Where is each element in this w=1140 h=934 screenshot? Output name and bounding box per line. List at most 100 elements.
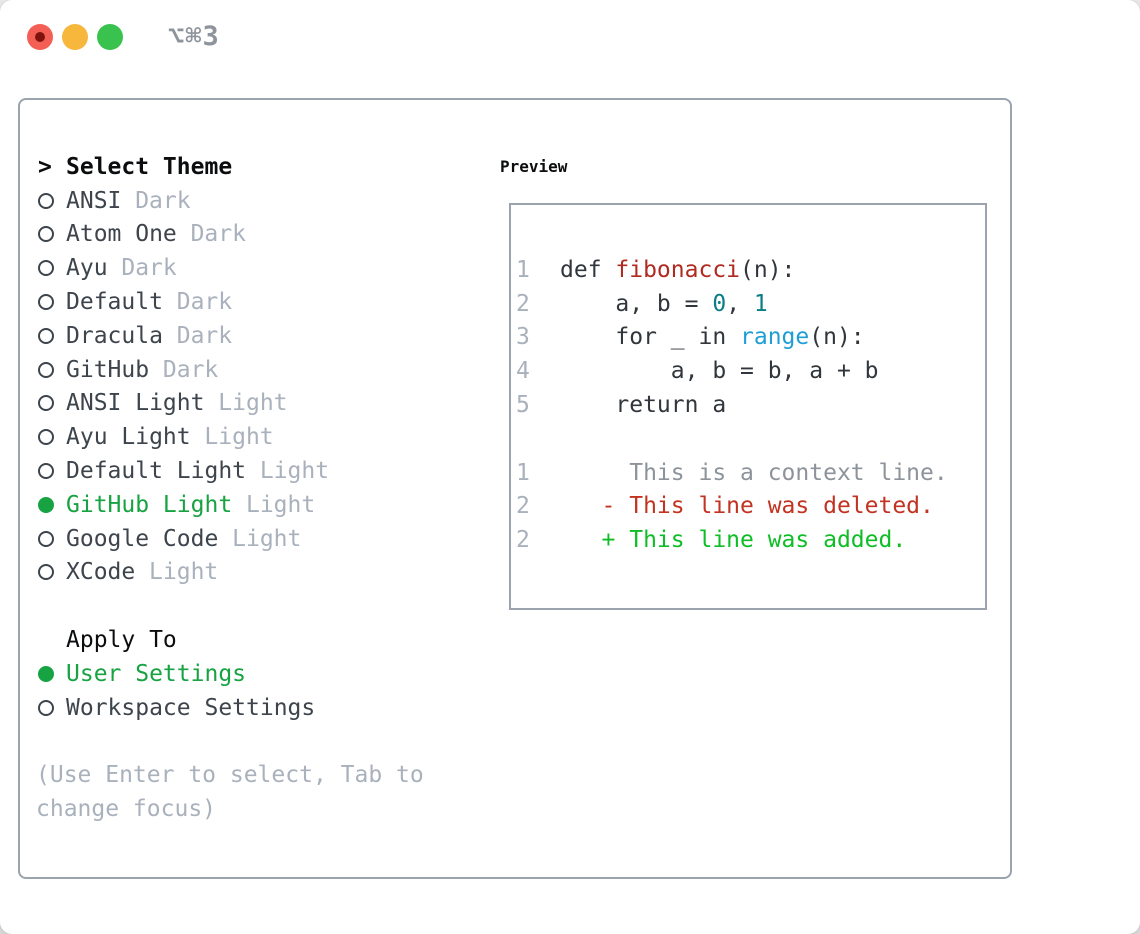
line-number: 5	[516, 392, 530, 419]
preview-header: Preview	[500, 150, 567, 184]
prompt-caret: >	[38, 153, 52, 180]
radio-slot	[36, 395, 66, 412]
radio-unselected-icon	[38, 395, 54, 412]
radio-unselected-icon	[38, 226, 54, 243]
apply-option-user-settings[interactable]: User Settings	[36, 657, 486, 691]
radio-unselected-icon	[38, 699, 54, 716]
theme-item-default-dark[interactable]: Default Dark	[36, 285, 486, 319]
keyboard-hint-line1: (Use Enter to select, Tab to	[36, 762, 424, 789]
radio-unselected-icon	[38, 294, 54, 311]
code-keyword: def	[560, 256, 616, 283]
code-plain: ,	[726, 290, 754, 317]
theme-name: ANSI Light	[66, 390, 205, 417]
radio-unselected-icon	[38, 192, 54, 209]
code-plain: a, b =	[560, 290, 713, 317]
code-text: a, b = b, a + b	[560, 358, 879, 385]
line-number: 3	[516, 324, 530, 351]
code-plain: (n):	[809, 324, 865, 351]
minimize-button[interactable]	[62, 24, 88, 50]
code-sample: 1 def fibonacci(n): 2 a, b = 0, 1 3 for …	[516, 253, 983, 557]
theme-item-default-light[interactable]: Default Light Light	[36, 454, 486, 488]
diff-text: - This line was deleted.	[560, 493, 934, 520]
radio-unselected-icon	[38, 327, 54, 344]
radio-slot	[36, 699, 66, 716]
line-number: 2	[516, 493, 530, 520]
code-plain: (n):	[740, 256, 796, 283]
code-number-literal: 1	[753, 290, 768, 317]
theme-variant: Dark	[190, 221, 246, 248]
radio-slot	[36, 294, 66, 311]
line-number: 4	[516, 358, 530, 385]
page-title: Select Theme	[66, 153, 233, 180]
prompt-slot: >	[36, 154, 66, 180]
theme-item-ansi-dark[interactable]: ANSI Dark	[36, 184, 486, 218]
radio-selected-icon	[38, 496, 54, 513]
theme-list: > Select Theme ANSI Dark Atom One Dark A…	[36, 150, 486, 826]
preview-title: Preview	[500, 157, 568, 177]
radio-slot	[36, 260, 66, 277]
theme-variant: Light	[149, 559, 219, 586]
code-plain: for _ in	[560, 324, 741, 351]
spacer-row	[516, 422, 983, 456]
theme-variant: Dark	[176, 322, 233, 349]
zoom-button[interactable]	[97, 24, 123, 50]
theme-variant: Dark	[135, 187, 191, 214]
radio-unselected-icon	[38, 260, 54, 277]
theme-variant: Dark	[121, 255, 177, 282]
code-text: return a	[560, 392, 727, 419]
radio-slot	[36, 665, 66, 682]
line-number: 2	[516, 290, 530, 317]
theme-variant: Light	[218, 390, 288, 417]
theme-item-dracula-dark[interactable]: Dracula Dark	[36, 319, 486, 353]
diff-text: This is a context line.	[560, 459, 948, 486]
code-line-5: 5 return a	[516, 388, 983, 422]
theme-item-atom-one-dark[interactable]: Atom One Dark	[36, 218, 486, 252]
theme-item-ayu-light[interactable]: Ayu Light Light	[36, 420, 486, 454]
apply-option-workspace-settings[interactable]: Workspace Settings	[36, 691, 486, 725]
close-button[interactable]	[27, 24, 53, 50]
code-text: for _ in range(n):	[560, 324, 865, 351]
code-line-4: 4 a, b = b, a + b	[516, 354, 983, 388]
diff-added-line: 2 + This line was added.	[516, 523, 983, 557]
theme-name: XCode	[66, 559, 136, 586]
theme-variant: Light	[232, 525, 302, 552]
diff-context-line: 1 This is a context line.	[516, 456, 983, 490]
apply-option-label: Workspace Settings	[66, 694, 316, 721]
theme-item-github-dark[interactable]: GitHub Dark	[36, 353, 486, 387]
theme-variant: Light	[245, 491, 316, 518]
radio-slot	[36, 463, 66, 480]
radio-unselected-icon	[38, 429, 54, 446]
theme-item-ansi-light[interactable]: ANSI Light Light	[36, 387, 486, 421]
window-shortcut-label: ⌥⌘3	[168, 21, 220, 52]
theme-name: Google Code	[66, 525, 219, 552]
theme-variant: Dark	[162, 356, 219, 383]
line-number: 2	[516, 527, 530, 554]
line-number: 1	[516, 459, 530, 486]
theme-item-ayu-dark[interactable]: Ayu Dark	[36, 251, 486, 285]
code-text: a, b = 0, 1	[560, 290, 768, 317]
radio-slot	[36, 564, 66, 581]
radio-slot	[36, 226, 66, 243]
code-line-2: 2 a, b = 0, 1	[516, 287, 983, 321]
radio-selected-icon	[38, 665, 54, 682]
radio-slot	[36, 530, 66, 547]
theme-name: GitHub	[66, 356, 150, 383]
code-text: def fibonacci(n):	[560, 257, 795, 283]
apply-option-label: User Settings	[66, 660, 247, 687]
theme-name: Ayu	[66, 255, 108, 282]
theme-item-xcode-light[interactable]: XCode Light	[36, 556, 486, 590]
theme-picker-panel: > Select Theme ANSI Dark Atom One Dark A…	[18, 98, 1012, 879]
code-function-name: fibonacci	[615, 256, 741, 283]
radio-unselected-icon	[38, 530, 54, 547]
code-line-3: 3 for _ in range(n):	[516, 321, 983, 355]
select-theme-header: > Select Theme	[36, 150, 486, 184]
code-number-literal: 0	[712, 290, 727, 317]
titlebar	[27, 24, 132, 50]
theme-name: Atom One	[66, 221, 177, 248]
theme-variant: Light	[259, 458, 330, 485]
theme-item-github-light[interactable]: GitHub Light Light	[36, 488, 486, 522]
code-builtin: range	[740, 324, 810, 351]
theme-item-google-code-light[interactable]: Google Code Light	[36, 522, 486, 556]
radio-slot	[36, 361, 66, 378]
radio-slot	[36, 429, 66, 446]
